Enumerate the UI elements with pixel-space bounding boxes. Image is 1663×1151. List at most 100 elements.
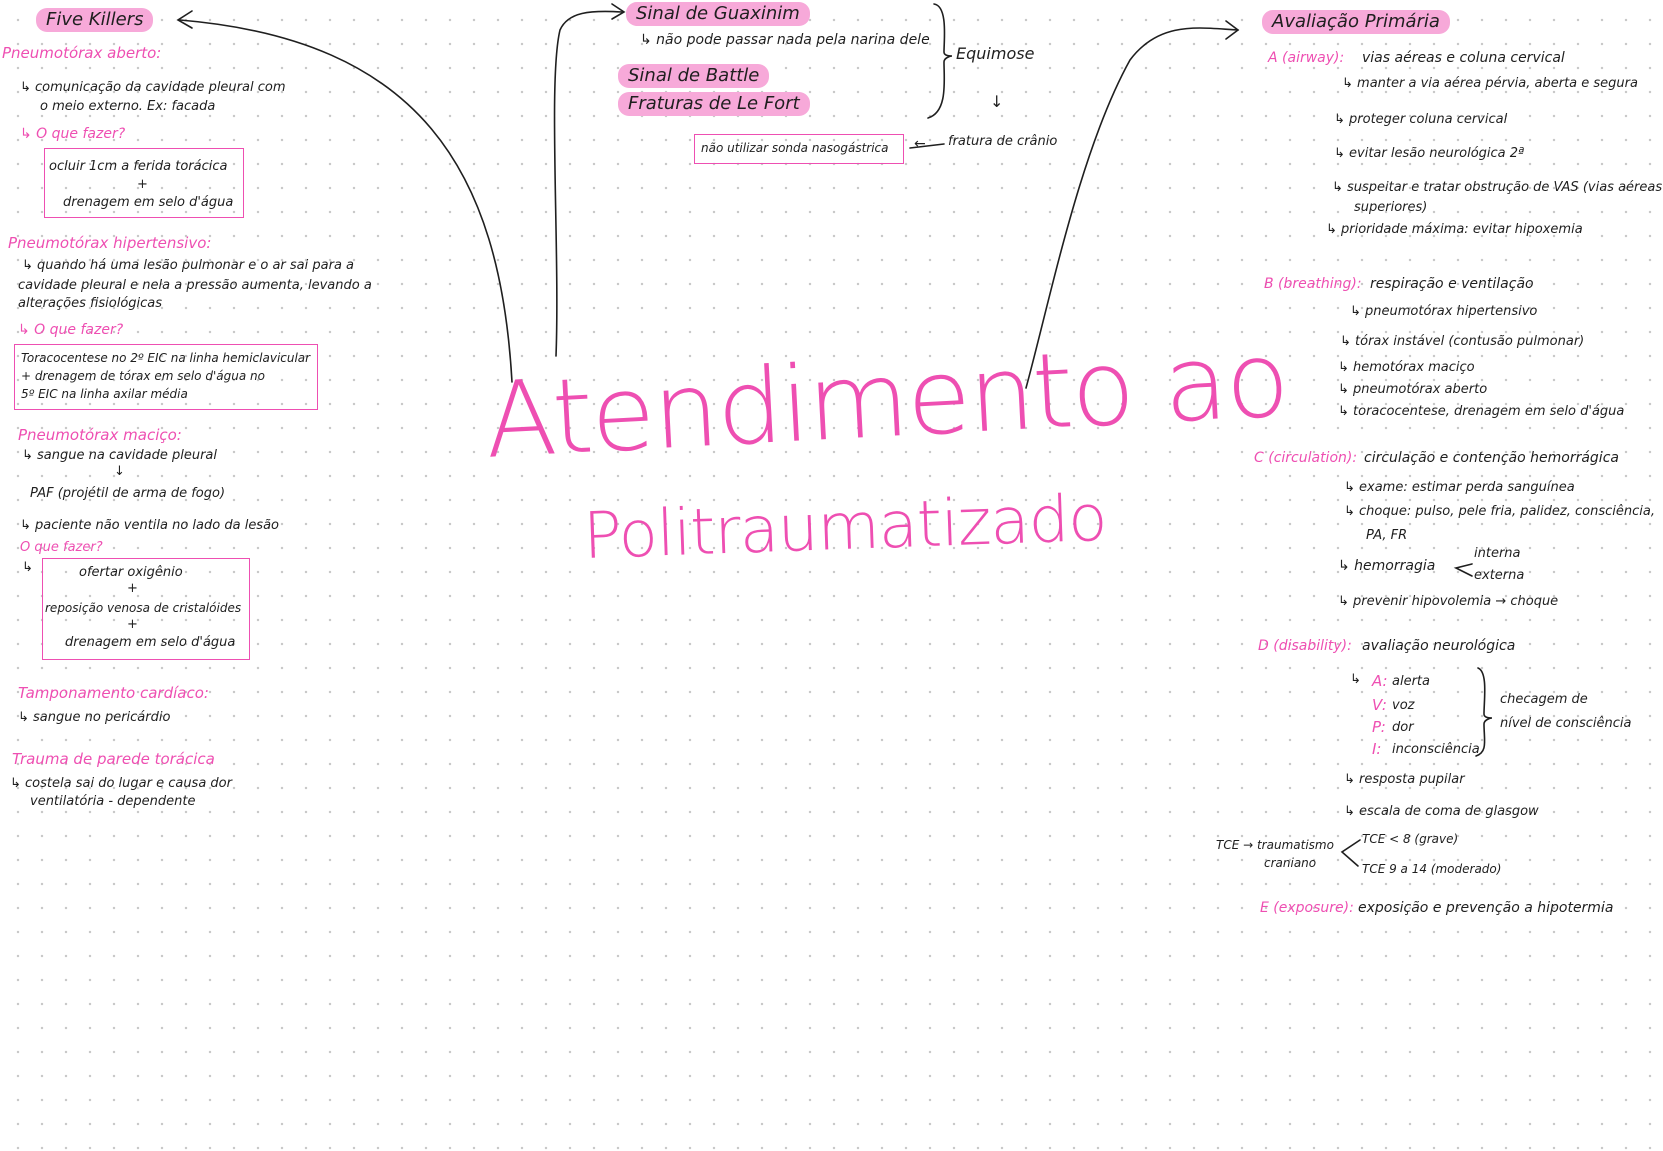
- avpu-word-p: dor: [1392, 720, 1414, 735]
- breathing-item-4: ↳ toracocentese, drenagem em selo d'água: [1338, 404, 1625, 419]
- breathing-text: respiração e ventilação: [1370, 276, 1534, 292]
- trauma-parede-desc-1: ↳ costela sai do lugar e causa dor: [10, 776, 232, 791]
- pneumo-macico-box-line1: ofertar oxigênio: [79, 565, 183, 580]
- disability-item-0: ↳ resposta pupilar: [1344, 772, 1465, 787]
- breathing-item-1: ↳ tórax instável (contusão pulmonar): [1340, 334, 1585, 349]
- pneumo-aberto-box-line1: ocluir 1cm a ferida torácica: [49, 159, 228, 174]
- pneumo-hiper-box-line2: + drenagem de tórax em selo d'água no: [21, 369, 265, 383]
- pneumo-aberto-title: Pneumotórax aberto:: [2, 44, 162, 62]
- arrow-to-five-killers: [179, 19, 513, 383]
- pneumo-macico-arrow: ↓: [114, 464, 125, 479]
- fratura-cranio-label: fratura de crânio: [948, 134, 1058, 149]
- breathing-item-3: ↳ pneumotórax aberto: [1338, 382, 1488, 397]
- pneumo-hiper-desc-1: ↳ quando há uma lesão pulmonar e o ar sa…: [22, 258, 355, 273]
- pneumo-aberto-desc-2: o meio externo. Ex: facada: [40, 99, 216, 114]
- pneumo-aberto-what: ↳ O que fazer?: [20, 126, 126, 142]
- airway-label: A (airway):: [1268, 50, 1345, 66]
- exposure-label: E (exposure):: [1260, 900, 1354, 916]
- lefort-header: Fraturas de Le Fort: [618, 92, 810, 116]
- pneumo-macico-box-line3: drenagem em selo d'água: [65, 635, 236, 650]
- fork-hemorragia: [1453, 563, 1473, 577]
- disability-text: avaliação neurológica: [1362, 638, 1516, 654]
- checagem-line1: checagem de: [1500, 692, 1588, 707]
- avpu-letter-i: I:: [1372, 740, 1382, 758]
- arrowhead-five-killers: [176, 10, 193, 29]
- pneumo-aberto-box-line2: drenagem em selo d'água: [63, 195, 234, 210]
- tce-left-2: craniano: [1264, 856, 1317, 870]
- pneumo-macico-box: ofertar oxigênio + reposição venosa de c…: [42, 558, 250, 660]
- circulation-text: circulação e contenção hemorrágica: [1364, 450, 1619, 466]
- brace-equimose: [927, 3, 953, 119]
- trauma-parede-title: Trauma de parede torácica: [12, 750, 215, 768]
- pneumo-hiper-desc-3: alterações fisiológicas: [18, 296, 163, 311]
- avpu-letter-v: V:: [1372, 696, 1387, 714]
- circulation-item-0: ↳ exame: estimar perda sanguínea: [1344, 480, 1575, 495]
- brace-avpu: [1475, 667, 1493, 757]
- exposure-text: exposição e prevenção a hipotermia: [1358, 900, 1614, 916]
- breathing-label: B (breathing):: [1264, 276, 1362, 292]
- pneumo-macico-hook: ↳: [22, 560, 33, 575]
- circulation-item-3: ↳ hemorragia: [1338, 558, 1436, 574]
- tamponamento-desc: ↳ sangue no pericárdio: [18, 710, 171, 725]
- pneumo-macico-paf: PAF (projétil de arma de fogo): [30, 486, 226, 501]
- circulation-item-4: interna: [1474, 546, 1521, 561]
- airway-text: vias aéreas e coluna cervical: [1362, 50, 1565, 66]
- pneumo-macico-desc-2: ↳ paciente não ventila no lado da lesão: [20, 518, 280, 533]
- checagem-line2: nível de consciência: [1500, 716, 1632, 731]
- equimose-label: Equimose: [956, 44, 1035, 63]
- avaliacao-header: Avaliação Primária: [1262, 10, 1450, 34]
- circulation-item-6: ↳ prevenir hipovolemia → choque: [1338, 594, 1559, 609]
- pneumo-hiper-box: Toracocentese no 2º EIC na linha hemicla…: [14, 344, 318, 410]
- circulation-item-2: PA, FR: [1366, 528, 1408, 543]
- battle-header: Sinal de Battle: [618, 64, 770, 88]
- avpu-word-v: voz: [1392, 698, 1415, 713]
- tamponamento-title: Tamponamento cardíaco:: [18, 684, 209, 702]
- sonda-box: não utilizar sonda nasogástrica: [694, 134, 904, 164]
- pneumo-macico-box-line2: reposição venosa de cristalóides: [45, 601, 242, 615]
- guaxinim-header: Sinal de Guaxinim: [626, 2, 810, 26]
- pneumo-macico-box-plus1: +: [127, 581, 138, 596]
- arrow-to-guaxinim: [553, 10, 623, 357]
- arrow-to-avaliacao: [1025, 27, 1239, 389]
- arrowhead-avaliacao: [1225, 20, 1240, 40]
- tce-right-2: TCE 9 a 14 (moderado): [1362, 862, 1502, 876]
- avpu-letter-a: A:: [1372, 672, 1388, 690]
- disability-hook: ↳: [1350, 672, 1361, 687]
- circulation-item-1: ↳ choque: pulso, pele fria, palidez, con…: [1344, 504, 1655, 519]
- disability-label: D (disability):: [1258, 638, 1352, 654]
- circulation-label: C (circulation):: [1254, 450, 1358, 466]
- pneumo-macico-box-plus2: +: [127, 617, 138, 632]
- avpu-letter-p: P:: [1372, 718, 1386, 736]
- pneumo-macico-title: Pneumotórax maciço:: [18, 426, 182, 444]
- pneumo-hiper-title: Pneumotórax hipertensivo:: [8, 234, 212, 252]
- fratura-left-arrow: ←: [914, 136, 926, 152]
- pneumo-aberto-box: ocluir 1cm a ferida torácica + drenagem …: [44, 148, 244, 218]
- pneumo-hiper-box-line1: Toracocentese no 2º EIC na linha hemicla…: [21, 351, 311, 365]
- pointer-sonda: [909, 143, 945, 149]
- pneumo-hiper-what: ↳ O que fazer?: [18, 322, 124, 338]
- avpu-word-a: alerta: [1392, 674, 1430, 689]
- pneumo-aberto-box-plus: +: [137, 177, 148, 192]
- fork-tce: [1340, 839, 1361, 867]
- airway-item-0: ↳ manter a via aérea pérvia, aberta e se…: [1342, 76, 1638, 91]
- pneumo-hiper-box-line3: 5º EIC na linha axilar média: [21, 387, 188, 401]
- guaxinim-desc: ↳ não pode passar nada pela narina dele: [640, 32, 930, 48]
- airway-item-1: ↳ proteger coluna cervical: [1334, 112, 1508, 127]
- disability-item-1: ↳ escala de coma de glasgow: [1344, 804, 1539, 819]
- airway-item-4: superiores): [1354, 200, 1428, 215]
- equimose-down-arrow: ↓: [990, 92, 1004, 111]
- pneumo-hiper-desc-2: cavidade pleural e nela a pressão aument…: [18, 278, 372, 293]
- sonda-box-text: não utilizar sonda nasogástrica: [701, 141, 889, 155]
- airway-item-2: ↳ evitar lesão neurológica 2ª: [1334, 146, 1525, 161]
- trauma-parede-desc-2: ventilatória - dependente: [30, 794, 196, 809]
- breathing-item-2: ↳ hemotórax maciço: [1338, 360, 1475, 375]
- breathing-item-0: ↳ pneumotórax hipertensivo: [1350, 304, 1538, 319]
- tce-right-1: TCE < 8 (grave): [1362, 832, 1459, 846]
- airway-item-5: ↳ prioridade máxima: evitar hipoxemia: [1326, 222, 1583, 237]
- pneumo-aberto-desc-1: ↳ comunicação da cavidade pleural com: [20, 80, 286, 95]
- avpu-word-i: inconsciência: [1392, 742, 1480, 757]
- circulation-item-5: externa: [1474, 568, 1525, 583]
- tce-left-1: TCE → traumatismo: [1216, 838, 1334, 852]
- pneumo-macico-desc-1: ↳ sangue na cavidade pleural: [22, 448, 218, 463]
